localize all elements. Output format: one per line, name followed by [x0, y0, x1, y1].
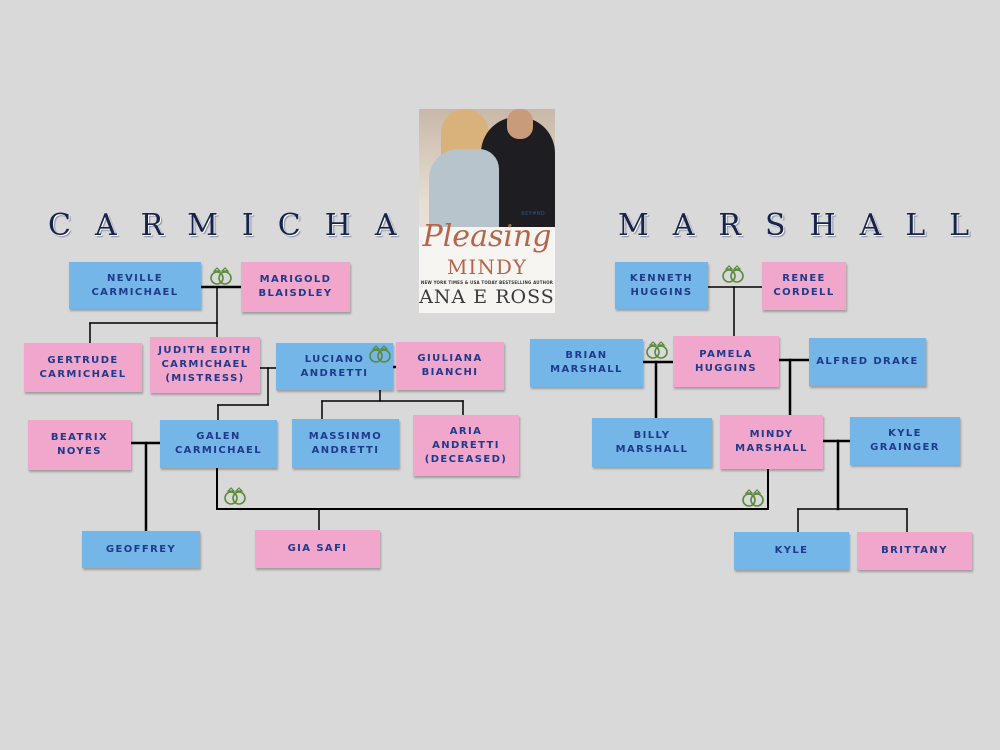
person-geoffrey: GEOFFREY [82, 531, 200, 568]
wedding-rings-icon [369, 345, 391, 363]
cover-man-head [507, 109, 533, 139]
cover-author: ANA E ROSS [419, 286, 555, 308]
person-mindy: MINDY MARSHALL [720, 415, 823, 469]
carmichael-family-title: CARMICHAEL [48, 208, 511, 243]
person-pamela: PAMELA HUGGINS [673, 336, 779, 387]
marshall-family-title: MARSHALL [618, 208, 994, 243]
person-billy: BILLY MARSHALL [592, 418, 712, 467]
person-kyle-grainger: KYLE GRAINGER [850, 417, 960, 465]
person-marigold: MARIGOLD BLAISDLEY [241, 262, 350, 312]
person-renee: RENEE CORDELL [762, 262, 846, 310]
wedding-rings-icon [224, 487, 246, 505]
wedding-rings-icon [722, 265, 744, 283]
person-alfred: ALFRED DRAKE [809, 338, 926, 386]
person-gertrude: GERTRUDE CARMICHAEL [24, 343, 142, 392]
person-kenneth: KENNETH HUGGINS [615, 262, 708, 309]
person-aria: ARIA ANDRETTI (DECEASED) [413, 415, 519, 476]
wedding-rings-icon [210, 267, 232, 285]
cover-series-badge: BEY♥ND [521, 211, 545, 217]
cover-tagline: NEW YORK TIMES & USA TODAY BESTSELLING A… [420, 280, 554, 285]
person-galen: GALEN CARMICHAEL [160, 420, 277, 468]
cover-woman-figure [429, 149, 499, 233]
person-judith: JUDITH EDITH CARMICHAEL (MISTRESS) [150, 337, 260, 393]
person-beatrix: BEATRIX NOYES [28, 420, 131, 470]
person-neville: NEVILLE CARMICHAEL [69, 262, 201, 309]
wedding-rings-icon [646, 341, 668, 359]
cover-title-main: MINDY [446, 255, 528, 279]
person-massinmo: MASSINMO ANDRETTI [292, 419, 399, 468]
person-kyle: KYLE [734, 532, 849, 570]
book-cover: BEY♥ND Pleasing MINDY NEW YORK TIMES & U… [419, 109, 555, 313]
wedding-rings-icon [742, 489, 764, 507]
cover-title-script: Pleasing [422, 219, 552, 254]
person-gia: GIA SAFI [255, 530, 380, 568]
person-brittany: BRITTANY [857, 532, 972, 570]
person-brian: BRIAN MARSHALL [530, 339, 643, 387]
cover-title-band [419, 227, 555, 313]
person-giuliana: GIULIANA BIANCHI [396, 342, 504, 390]
